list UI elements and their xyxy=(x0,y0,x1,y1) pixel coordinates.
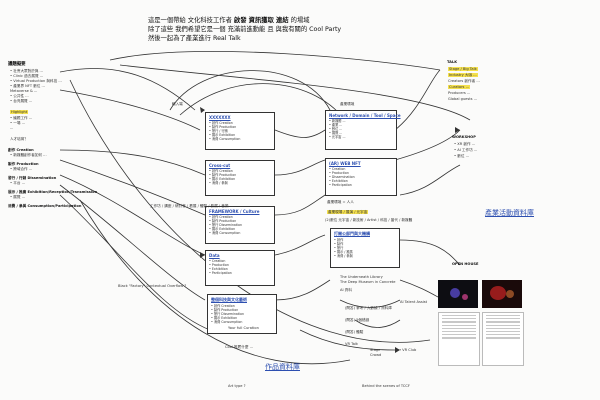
node-box-7[interactable]: Data • Creation • Production • Exhibitio… xyxy=(205,250,275,286)
mid-question: 產業環境 = 人人 xyxy=(327,200,354,204)
vr-note: VR Talk xyxy=(345,342,358,346)
overview-sub-item-2: ... xyxy=(10,126,14,130)
overview-item-6: • 台灣展覽 ... xyxy=(10,99,33,103)
workshop-item-1: • AI 工作坊 ... xyxy=(454,148,478,152)
curators-note: Your full Curation xyxy=(228,326,259,330)
node-box-3-title: Cross-cut xyxy=(209,163,231,168)
library-label-2: The Deep Museum in Concrete xyxy=(340,280,396,284)
flow-right-label: 產業環境 xyxy=(340,102,355,106)
overview-item-0: • 社會大眾對於與 ... xyxy=(10,69,43,73)
section-dissemination-label: 發行 / 行銷 Dissemination xyxy=(8,176,57,180)
node-box-6-title: 打開公部門與大機構 xyxy=(334,231,370,236)
node-box-7-title: Data xyxy=(209,253,220,258)
flow-top-label: 輸入端 xyxy=(172,102,183,106)
lower-question-2: (問答) 5個錯誤 xyxy=(345,318,370,322)
ai-label: AI 資料 xyxy=(340,288,352,292)
event-photo-1 xyxy=(438,280,478,308)
ai-talent-note: AI Talent Assist xyxy=(400,300,427,304)
library-label: The Underneath Library xyxy=(340,275,383,279)
cool-label: 產業現場 / 展演 / 元宇宙 xyxy=(327,210,369,214)
node-box-6[interactable]: 打開公部門與大機構 • 創作 • 製作 • 發行 • 展示 / 推廣 • 消費 … xyxy=(330,228,400,268)
bottom-right-note: Behind the scenes of TCCF xyxy=(362,384,410,388)
node-box-2-title: Network / Domain / Tool / Space xyxy=(329,113,401,118)
arrow-note: → VR Club xyxy=(398,348,417,352)
node-box-5-title: FRAMEWORK / Culture xyxy=(209,209,260,214)
overview-item-2: • Virtual Production 與科技 ... xyxy=(10,79,62,83)
overview-sub-item-0: • 議題工作 ... xyxy=(10,116,33,120)
event-photo-2 xyxy=(482,280,522,308)
overview-question: 人才培育？ xyxy=(10,137,28,141)
intro-line-3: 然後一起為了產業進行 Real Talk xyxy=(148,35,241,42)
node-box-1[interactable]: XXXXXXX • 創作 Creation • 製作 Production • … xyxy=(205,112,275,150)
industry-database-link[interactable]: 產業活動資料庫 xyxy=(485,209,534,217)
open-house-label: OPEN HOUSE xyxy=(452,262,479,266)
intro-text: 這是一個帶給 文化科技工作者 啟發 資訊獲取 連結 的場域 除了這些 我們希望它… xyxy=(148,16,341,43)
node-box-5[interactable]: FRAMEWORK / Culture • 創作 Creation • 製作 P… xyxy=(205,206,275,244)
talk-item-0: Stage / Big Talk xyxy=(448,67,478,71)
node-box-8[interactable]: 整個科技與文化藝術 • 創作 Creation • 製作 Production … xyxy=(207,294,277,334)
workshop-item-0: • XR 創作 ... xyxy=(454,142,476,146)
document-thumbnail-2 xyxy=(482,312,524,366)
intro-line-1: 這是一個帶給 文化科技工作者 啟發 資訊獲取 連結 的場域 xyxy=(148,17,310,24)
node-box-4-title: (AR) WEB NFT xyxy=(329,161,361,166)
bottom-note: Cool 推薦什麼 ... xyxy=(225,345,253,349)
overview-highlight: Highlight xyxy=(10,110,29,114)
overview-item-4: Metaverse & ... xyxy=(10,89,38,93)
workshop-label: WORKSHOP xyxy=(452,135,476,139)
intro-line-2: 除了這些 我們希望它是一個 充滿前進動能 且 與我有關的 Cool Party xyxy=(148,26,342,33)
document-thumbnail-1 xyxy=(438,312,480,366)
section-exhibition-text: • 展覽 ... xyxy=(10,195,26,199)
nav-categories: 工作坊 / 講座 / 研討會 / 看展 / 體驗 / 影展 / 音樂 xyxy=(150,204,229,208)
overview-title: 議題擬要 xyxy=(8,62,26,67)
workshop-item-2: • 數位 ... xyxy=(454,154,470,158)
crowd-label: Crowd xyxy=(370,353,382,357)
node-box-1-title: XXXXXXX xyxy=(209,115,231,120)
section-production-text: • 跨域合作 ... xyxy=(10,167,33,171)
bottom-label: Art type ? xyxy=(228,384,246,388)
info-note: (2)數位 元宇宙 / 新技術 / Artist / 科技 / 當代 / 新媒體 xyxy=(325,218,413,222)
talk-item-1: Industry 大咖 ... xyxy=(448,73,478,77)
section-creation-text: • 新媒體創作者如何 ... xyxy=(10,153,47,157)
talk-item-2: Creators 創作者 ... xyxy=(448,79,480,83)
works-database-link[interactable]: 作品資料庫 xyxy=(265,363,300,371)
section-creation-label: 創作 Creation xyxy=(8,148,34,152)
section-production-label: 製作 Production xyxy=(8,162,39,166)
overview-item-1: • Clinic 過去展覽 ... xyxy=(10,74,44,78)
section-dissemination-text: • 平台 ... xyxy=(10,181,26,185)
node-box-8-title: 整個科技與文化藝術 xyxy=(211,297,247,302)
talk-item-4: Producers ... xyxy=(448,91,471,95)
node-box-3[interactable]: Cross-cut • 創作 Creation • 製作 Production … xyxy=(205,160,275,196)
node-box-2[interactable]: Network / Domain / Tool / Space • 新媒體 ..… xyxy=(325,110,401,150)
future-note: (問答) 體驗 xyxy=(345,330,364,334)
overview-item-5: • 公共性 ... xyxy=(10,94,29,98)
talk-label: TALK xyxy=(447,60,458,64)
stage-label: Stage xyxy=(370,348,381,352)
overview-sub-item-1: • 一場 ... xyxy=(10,121,26,125)
section-exhibition-label: 展示 / 推廣 Exhibition/Reception/Transmissio… xyxy=(8,190,98,194)
talk-item-5: Global guests ... xyxy=(448,97,478,101)
lower-question: (問答) 參考 / 大數據 / 資料庫 xyxy=(345,306,392,310)
overview-item-3: • 產業界 NFT 數位 ... xyxy=(10,84,45,88)
node-box-4[interactable]: (AR) WEB NFT • Creation • Production • D… xyxy=(325,158,397,196)
footer-left-note: Black "Factory" Contextual Overflow ? xyxy=(118,284,187,288)
talk-item-3: Curators ... xyxy=(448,85,470,89)
section-consumption-label: 消費 / 參與 Consumption/Participation xyxy=(8,204,82,208)
